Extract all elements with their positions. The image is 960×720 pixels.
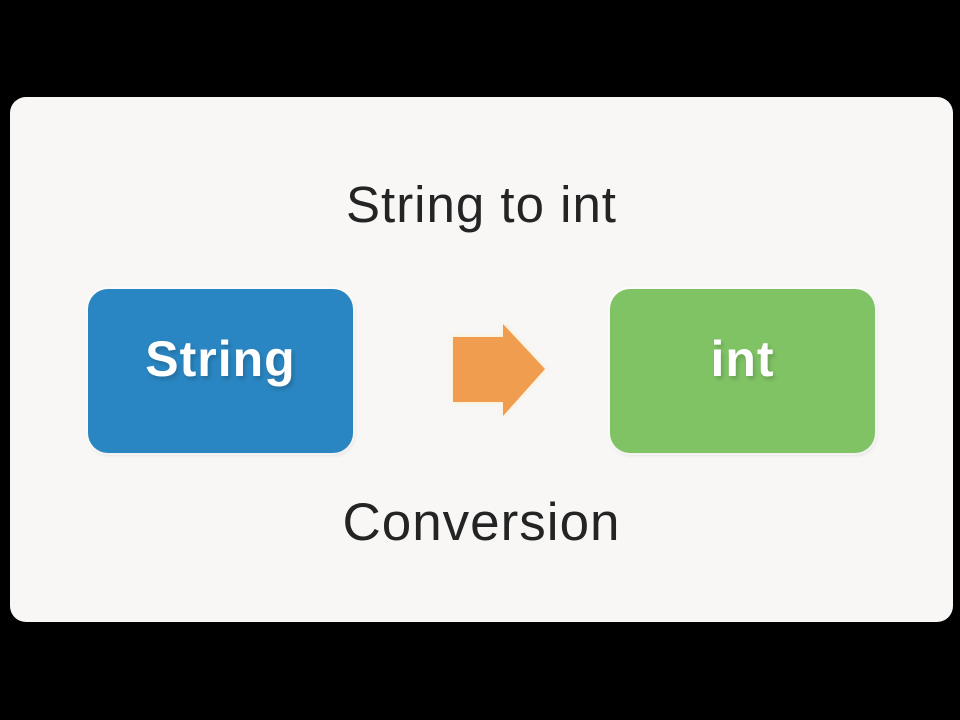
right-arrow-shape (453, 324, 545, 416)
conversion-arrow-icon (443, 323, 547, 417)
target-box-int: int (610, 289, 875, 453)
source-box-label: String (145, 331, 296, 387)
diagram-title: String to int (346, 176, 617, 233)
target-box-label: int (710, 331, 775, 387)
diagram-subtitle: Conversion (342, 493, 621, 552)
source-box-string: String (88, 289, 353, 453)
diagram-card: String to int String int Conversion (10, 97, 953, 622)
